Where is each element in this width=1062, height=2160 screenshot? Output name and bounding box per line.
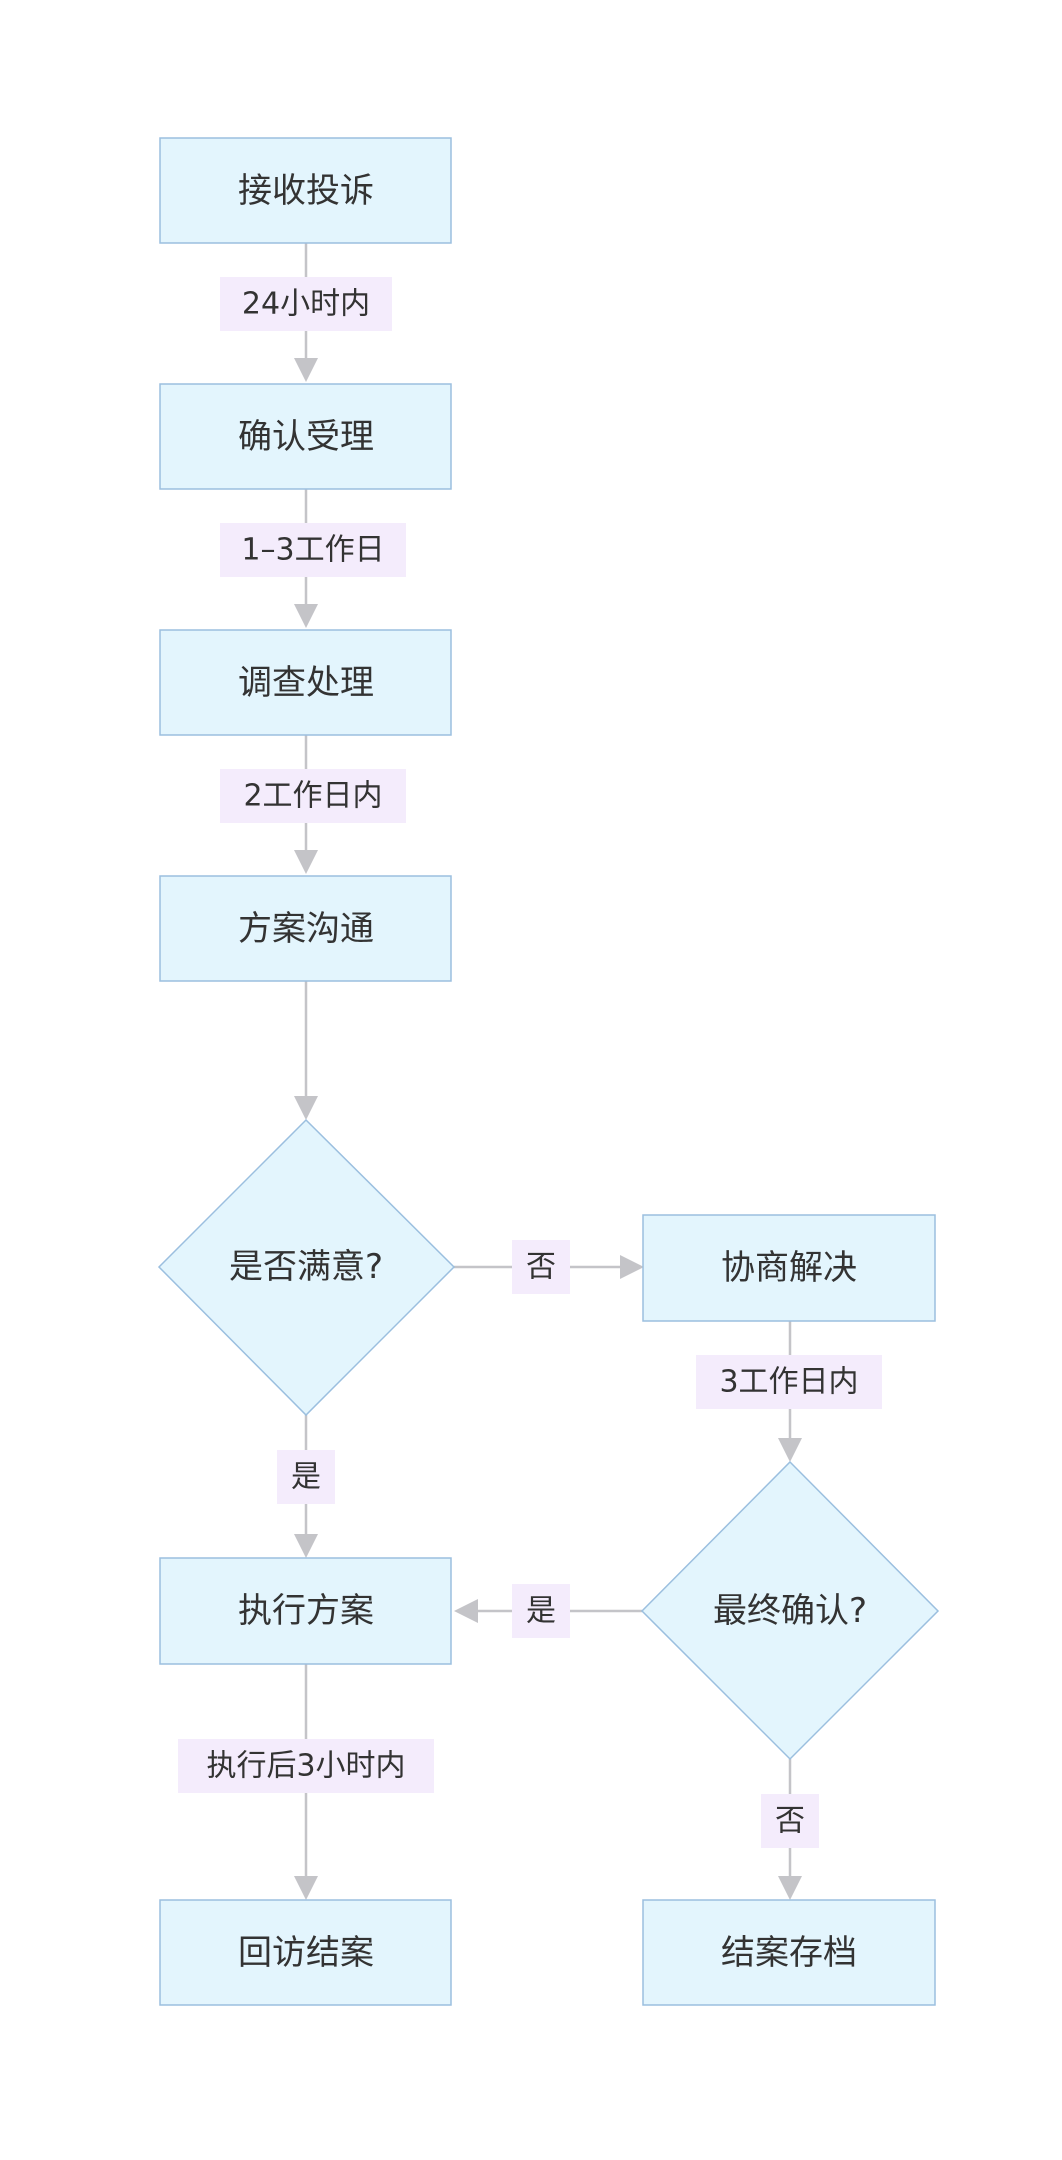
edge-label-bg — [761, 1794, 819, 1848]
edge-label-bg — [178, 1739, 434, 1793]
arrowhead — [294, 1096, 318, 1120]
node-receive-box — [159, 137, 452, 244]
edge-label-bg — [512, 1584, 570, 1638]
arrowhead — [294, 850, 318, 874]
node-execute-box — [159, 1557, 452, 1665]
edge-label-satisfied-no: 否 — [526, 1250, 556, 1285]
node-execute-label: 执行方案 — [238, 1591, 374, 1631]
node-confirm-box — [159, 383, 452, 490]
edge-label-confirm-investigate: 1–3工作日 — [241, 533, 384, 568]
node-confirm: 确认受理 — [159, 383, 452, 490]
node-communicate-label: 方案沟通 — [238, 909, 374, 949]
node-confirm-label: 确认受理 — [238, 417, 374, 457]
node-receive: 接收投诉 — [159, 137, 452, 244]
node-communicate-box — [159, 875, 452, 982]
edge-label-negotiate-final: 3工作日内 — [719, 1365, 858, 1400]
arrowhead — [294, 1534, 318, 1558]
node-investigate: 调查处理 — [159, 629, 452, 736]
node-final-confirm-diamond — [640, 1460, 940, 1761]
arrowhead — [778, 1876, 802, 1900]
edge-labels: 24小时内 1–3工作日 2工作日内 否 是 3工作日内 是 执行后3小时内 否 — [178, 277, 882, 1848]
arrowhead — [294, 604, 318, 628]
edge-label-receive-confirm: 24小时内 — [242, 287, 370, 322]
node-satisfied-decision: 是否满意? — [157, 1118, 456, 1417]
edge-label-bg — [220, 277, 392, 331]
edge-label-bg — [512, 1240, 570, 1294]
node-archive: 结案存档 — [642, 1899, 936, 2006]
node-satisfied-diamond — [157, 1118, 456, 1417]
edge-label-bg — [220, 523, 406, 577]
edge-label-final-yes: 是 — [526, 1594, 556, 1629]
arrowhead — [294, 358, 318, 382]
edge-label-satisfied-yes: 是 — [291, 1460, 321, 1495]
node-archive-box — [642, 1899, 936, 2006]
node-investigate-box — [159, 629, 452, 736]
node-negotiate-label: 协商解决 — [721, 1248, 857, 1288]
node-investigate-label: 调查处理 — [238, 663, 374, 703]
arrowhead — [620, 1255, 644, 1279]
edge-label-bg — [220, 769, 406, 823]
node-final-confirm-label: 最终确认? — [713, 1591, 867, 1631]
edge-label-bg — [277, 1450, 335, 1504]
node-receive-label: 接收投诉 — [238, 171, 374, 211]
node-follow-up-label: 回访结案 — [238, 1933, 374, 1973]
edge-label-investigate-communicate: 2工作日内 — [243, 779, 382, 814]
arrowhead — [294, 1876, 318, 1900]
edge-label-final-no: 否 — [775, 1804, 805, 1839]
edge-label-bg — [696, 1355, 882, 1409]
edge-label-execute-followup: 执行后3小时内 — [206, 1749, 405, 1784]
node-execute: 执行方案 — [159, 1557, 452, 1665]
node-negotiate: 协商解决 — [642, 1214, 936, 1322]
node-follow-up: 回访结案 — [159, 1899, 452, 2006]
node-final-confirm-decision: 最终确认? — [640, 1460, 940, 1761]
node-communicate: 方案沟通 — [159, 875, 452, 982]
arrowhead — [454, 1599, 478, 1623]
arrowhead — [778, 1438, 802, 1462]
node-negotiate-box — [642, 1214, 936, 1322]
node-satisfied-label: 是否满意? — [229, 1247, 383, 1287]
node-archive-label: 结案存档 — [721, 1933, 857, 1973]
node-follow-up-box — [159, 1899, 452, 2006]
